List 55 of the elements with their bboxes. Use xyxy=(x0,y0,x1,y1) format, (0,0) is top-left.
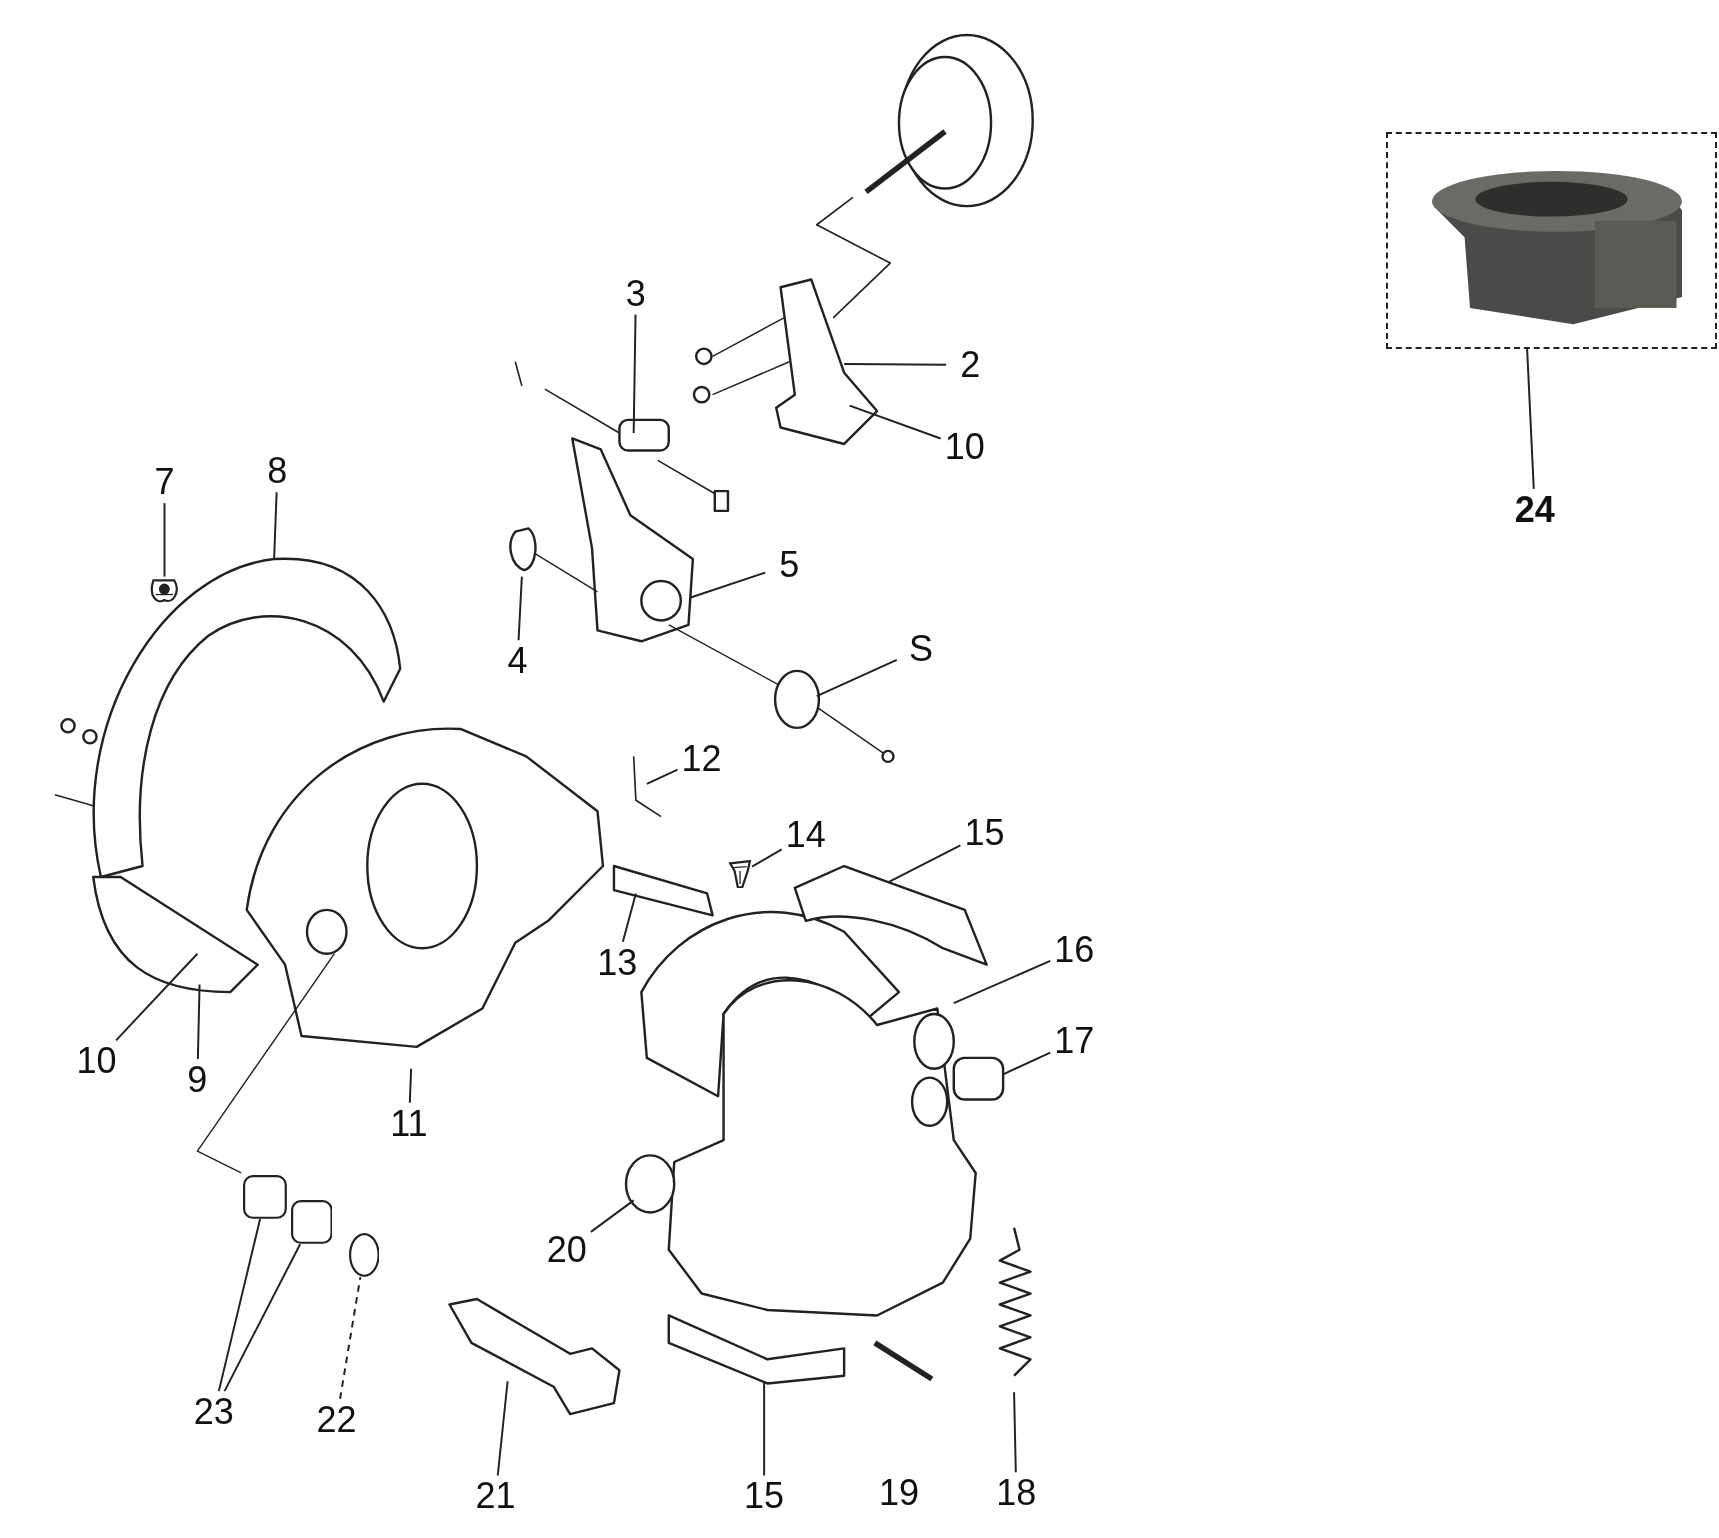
leader-line xyxy=(848,404,942,440)
leader-line xyxy=(689,571,767,599)
leader-line xyxy=(223,1243,302,1393)
callout-number: 4 xyxy=(493,640,542,682)
callout-number: 14 xyxy=(781,814,830,857)
callout-number: 22 xyxy=(312,1398,361,1441)
callout-number: 19 xyxy=(877,1472,920,1514)
leader-line xyxy=(815,658,898,698)
leader-line xyxy=(632,313,637,434)
leader-line xyxy=(408,1067,413,1104)
seal-ring-drawing xyxy=(348,1233,380,1278)
leader-line xyxy=(1002,1051,1052,1076)
product-photo xyxy=(1385,131,1717,349)
leader-line xyxy=(496,1380,509,1477)
bolt-drawing xyxy=(727,859,753,888)
leader-line xyxy=(115,952,199,1042)
callout-number: S xyxy=(896,628,945,670)
callout-number: 3 xyxy=(611,272,660,315)
callout-number: 2 xyxy=(946,344,995,386)
leader-line xyxy=(589,1199,635,1233)
leader-line xyxy=(517,575,523,642)
callout-number: 17 xyxy=(1050,1020,1099,1063)
callout-number: 10 xyxy=(72,1040,121,1083)
leader-line xyxy=(645,768,679,785)
leader-line xyxy=(163,502,166,578)
leader-line xyxy=(217,1218,262,1393)
leader-line xyxy=(1013,1391,1017,1474)
callout-number: 16 xyxy=(1050,929,1099,972)
leader-line xyxy=(843,362,948,366)
bushing-drawing xyxy=(243,1175,288,1220)
callout-number: 15 xyxy=(740,1475,789,1518)
callout-number: 12 xyxy=(677,737,726,780)
leader-line xyxy=(621,892,637,943)
callout-number: 7 xyxy=(140,461,189,504)
callout-number: 23 xyxy=(189,1391,238,1433)
callout-number: 15 xyxy=(960,812,1009,854)
callout-number: 11 xyxy=(384,1102,434,1145)
leader-line xyxy=(1526,347,1535,490)
leader-line xyxy=(763,1380,766,1477)
callout-number: 24 xyxy=(1510,488,1559,531)
bushing-drawing xyxy=(290,1200,333,1245)
callout-number: 13 xyxy=(593,941,642,984)
leader-line xyxy=(339,1276,362,1400)
leader-line xyxy=(952,959,1052,1005)
leader-line xyxy=(887,844,962,884)
callout-number: 21 xyxy=(471,1475,520,1518)
leader-line xyxy=(751,848,783,868)
callout-number: 20 xyxy=(542,1228,591,1271)
callout-number: 5 xyxy=(765,543,814,586)
leader-line xyxy=(273,491,278,561)
callout-number: 18 xyxy=(992,1472,1041,1514)
callout-number: 8 xyxy=(253,450,302,493)
callout-number: 10 xyxy=(940,426,989,469)
callout-number: 9 xyxy=(173,1059,222,1101)
leader-line xyxy=(196,983,201,1060)
